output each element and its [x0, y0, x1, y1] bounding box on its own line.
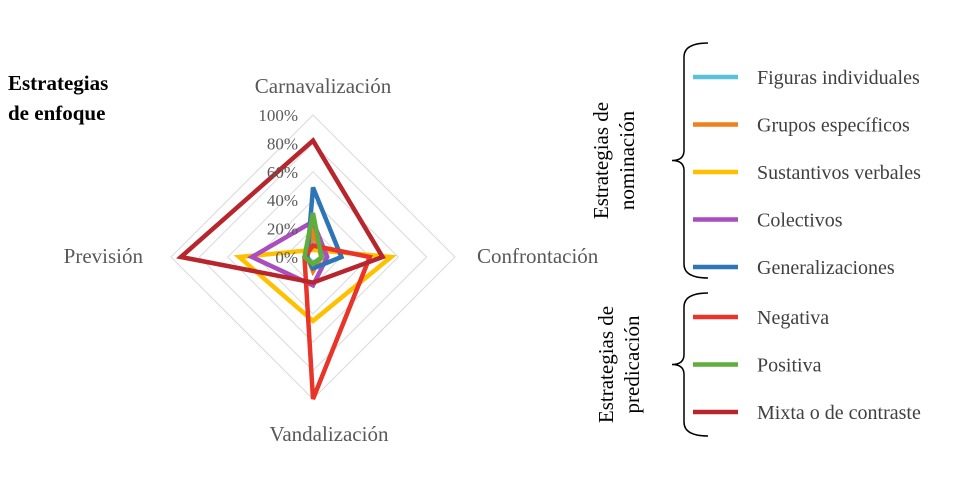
tick-label: 20% [267, 220, 298, 239]
legend-item-label: Colectivos [757, 210, 843, 232]
legend-item-label: Negativa [757, 307, 829, 329]
legend-item[interactable]: Positiva [693, 355, 822, 377]
legend-group-label-line1: Estrategias de [594, 306, 618, 423]
legend-item-label: Grupos específicos [757, 115, 910, 137]
series-line-3 [247, 218, 330, 289]
legend-item[interactable]: Generalizaciones [693, 257, 895, 279]
axis-labels: CarnavalizaciónConfrontaciónVandalizació… [64, 74, 599, 446]
legend-item[interactable]: Sustantivos verbales [693, 162, 921, 184]
legend-item-label: Figuras individuales [757, 67, 920, 89]
legend-item-label: Generalizaciones [757, 257, 895, 279]
series-line-6 [302, 212, 324, 268]
radar-series [176, 137, 397, 400]
tick-label: 60% [267, 163, 298, 182]
axis-label: Confrontación [477, 244, 599, 268]
legend-item[interactable]: Grupos específicos [693, 115, 910, 137]
legend-item[interactable]: Colectivos [693, 210, 843, 232]
legend-group-label: Estrategias denominación [589, 102, 639, 219]
legend-item[interactable]: Negativa [693, 307, 829, 329]
legend-group-label: Estrategias depredicación [594, 306, 644, 423]
legend-group-label-line1: Estrategias de [589, 102, 613, 219]
axis-label: Vandalización [270, 422, 389, 446]
legend-group-label-line2: nominación [615, 110, 639, 210]
tick-label: 80% [267, 134, 298, 153]
side-title-line1: Estrategias [8, 71, 109, 95]
side-title-line2: de enfoque [8, 101, 106, 125]
legend-group-1: Estrategias depredicación NegativaPositiv… [594, 292, 921, 437]
radial-tick-labels: 0% 20% 40% 60% 80% 100% [258, 106, 298, 267]
legend-item[interactable]: Mixta o de contraste [693, 402, 921, 424]
axis-label: Carnavalización [255, 74, 392, 98]
series-line-7 [176, 137, 386, 285]
legend-group-label-line2: predicación [620, 315, 644, 413]
axis-label: Previsión [64, 244, 144, 268]
tick-label: 0% [275, 248, 298, 267]
legend-group-0: Estrategias denominación Figuras individu… [589, 42, 921, 279]
tick-label: 100% [258, 106, 298, 125]
grid-ring [227, 171, 399, 343]
legend-brace [671, 42, 709, 279]
grid-ring [170, 114, 456, 400]
legend-brace [671, 292, 709, 437]
side-title: Estrategias de enfoque [8, 68, 108, 128]
legend-item[interactable]: Figuras individuales [693, 67, 920, 89]
legend-item-label: Sustantivos verbales [757, 162, 921, 184]
radar-grid [170, 114, 456, 400]
legend-item-label: Positiva [757, 355, 822, 377]
legend-item-label: Mixta o de contraste [757, 402, 921, 424]
grid-ring [255, 199, 371, 315]
tick-label: 40% [267, 191, 298, 210]
